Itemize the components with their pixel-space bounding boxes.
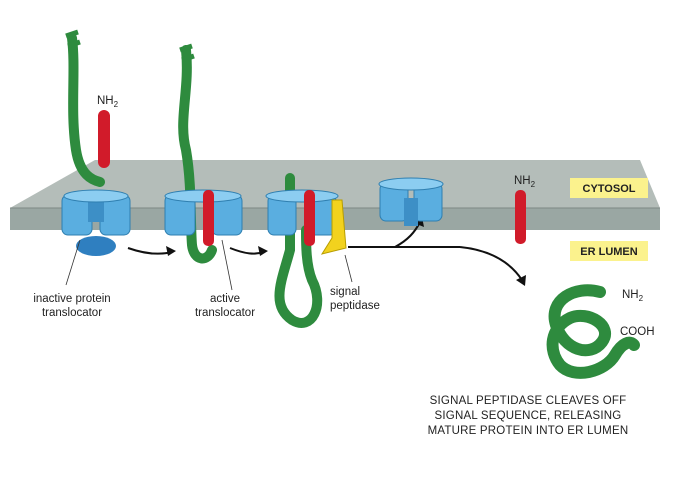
- cytosol-label: CYTOSOL: [583, 183, 636, 195]
- signal-sequence-3: [304, 190, 315, 246]
- nh2-label-2: NH2: [514, 175, 536, 189]
- nascent-chain-2: [178, 45, 217, 264]
- svg-text:signal: signal: [330, 286, 360, 298]
- svg-text:MATURE PROTEIN INTO ER LUMEN: MATURE PROTEIN INTO ER LUMEN: [428, 425, 629, 437]
- translocator-inactive: [61, 189, 131, 256]
- nh2-label-3: NH2: [622, 289, 644, 303]
- signal-peptidase-enzyme: [320, 199, 347, 255]
- mature-protein: [546, 284, 640, 379]
- signal-sequence-1: [98, 110, 110, 168]
- nascent-chain-1: [67, 33, 105, 187]
- caption: SIGNAL PEPTIDASE CLEAVES OFF SIGNAL SEQU…: [428, 395, 629, 437]
- cytosol-tag: CYTOSOL: [570, 178, 648, 198]
- closed-translocator: [378, 177, 444, 226]
- er-lumen-tag: ER LUMEN: [570, 241, 648, 261]
- signal-sequence-2: [203, 190, 214, 246]
- cooh-label: COOH: [620, 326, 655, 338]
- svg-text:peptidase: peptidase: [330, 300, 380, 312]
- nh2-label-1: NH2: [97, 95, 119, 109]
- inactive-translocator-stage: NH2 inactive protein translocator: [33, 29, 131, 319]
- svg-text:active: active: [210, 293, 240, 305]
- signal-peptidase-stage: signal peptidase: [265, 173, 380, 328]
- svg-text:inactive protein: inactive protein: [33, 293, 110, 305]
- cleaved-signal-sequence: [515, 190, 526, 244]
- svg-text:translocator: translocator: [195, 307, 255, 319]
- arrow-1: [127, 247, 173, 255]
- svg-text:SIGNAL PEPTIDASE CLEAVES OFF: SIGNAL PEPTIDASE CLEAVES OFF: [430, 395, 627, 407]
- svg-text:SIGNAL SEQUENCE, RELEASING: SIGNAL SEQUENCE, RELEASING: [435, 410, 622, 422]
- svg-text:translocator: translocator: [42, 307, 102, 319]
- active-translocator-stage: active translocator: [164, 43, 255, 319]
- er-lumen-label: ER LUMEN: [580, 246, 638, 258]
